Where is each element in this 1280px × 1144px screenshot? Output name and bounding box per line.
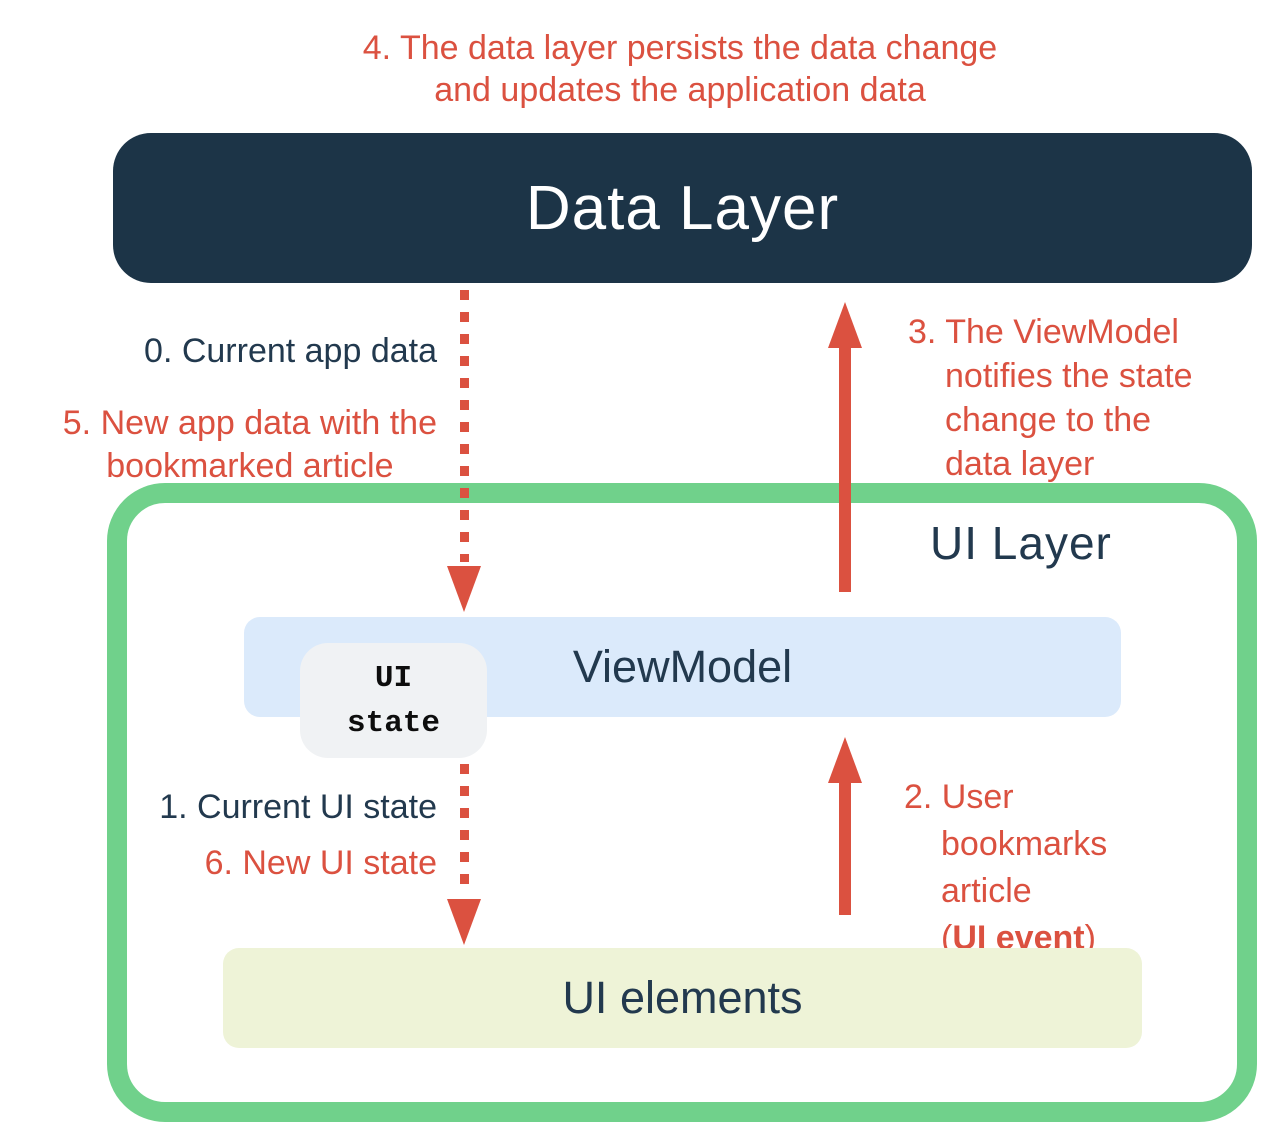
annotation-step-1: 1. Current UI state [159,788,437,826]
data-layer-label: Data Layer [525,173,840,243]
annotation-step-6: 6. New UI state [204,844,437,882]
ui-state-chip-line-2: state [346,705,440,741]
annotation-step-3-line-1: 3. The ViewModel [908,313,1179,351]
ui-state-chip: UI state [300,643,487,758]
annotation-step-2-line-1: 2. User [904,778,1014,816]
annotation-step-4-line-2: and updates the application data [434,71,926,109]
dashed-arrow-app-data-line [460,290,469,562]
annotation-step-4: 4. The data layer persists the data chan… [240,27,1120,111]
annotation-step-4-line-1: 4. The data layer persists the data chan… [362,29,998,67]
ui-elements-label: UI elements [562,972,803,1023]
annotation-step-2: 2. User bookmarks article (UI event) [904,774,1107,962]
annotation-step-2-line-2: bookmarks [941,825,1108,863]
ui-layer-label: UI Layer [930,517,1112,569]
annotation-step-5-line-1: 5. New app data with the [62,404,437,442]
arrowhead-up-viewmodel-icon [828,737,862,783]
solid-arrow-ui-event-line [839,781,851,915]
annotation-step-0: 0. Current app data [144,332,437,370]
ui-event-paren-close: ) [1084,919,1096,957]
arrowhead-down-ui-elements-icon [447,899,481,945]
annotation-step-3: 3. The ViewModel notifies the state chan… [908,310,1193,486]
ui-event-paren-open: ( [941,919,953,957]
annotation-step-3-line-3: change to the [945,401,1152,439]
viewmodel-box: ViewModel [244,617,1121,717]
annotation-step-5: 5. New app data with the bookmarked arti… [63,402,437,488]
ui-state-chip-line-1: UI [374,660,413,696]
annotation-step-3-line-2: notifies the state [945,357,1193,395]
arrowhead-down-viewmodel-icon [447,566,481,612]
annotation-step-3-line-4: data layer [945,445,1095,483]
data-layer-box: Data Layer [113,133,1252,283]
dashed-arrow-ui-state-line [460,764,469,896]
ui-layer-box [107,483,1257,1122]
annotation-step-5-line-2: bookmarked article [106,447,394,485]
arrowhead-up-data-layer-icon [828,302,862,348]
annotation-step-2-line-3: article [941,872,1032,910]
solid-arrow-state-change-line [839,346,851,592]
viewmodel-label: ViewModel [572,641,793,692]
ui-elements-box: UI elements [223,948,1142,1048]
